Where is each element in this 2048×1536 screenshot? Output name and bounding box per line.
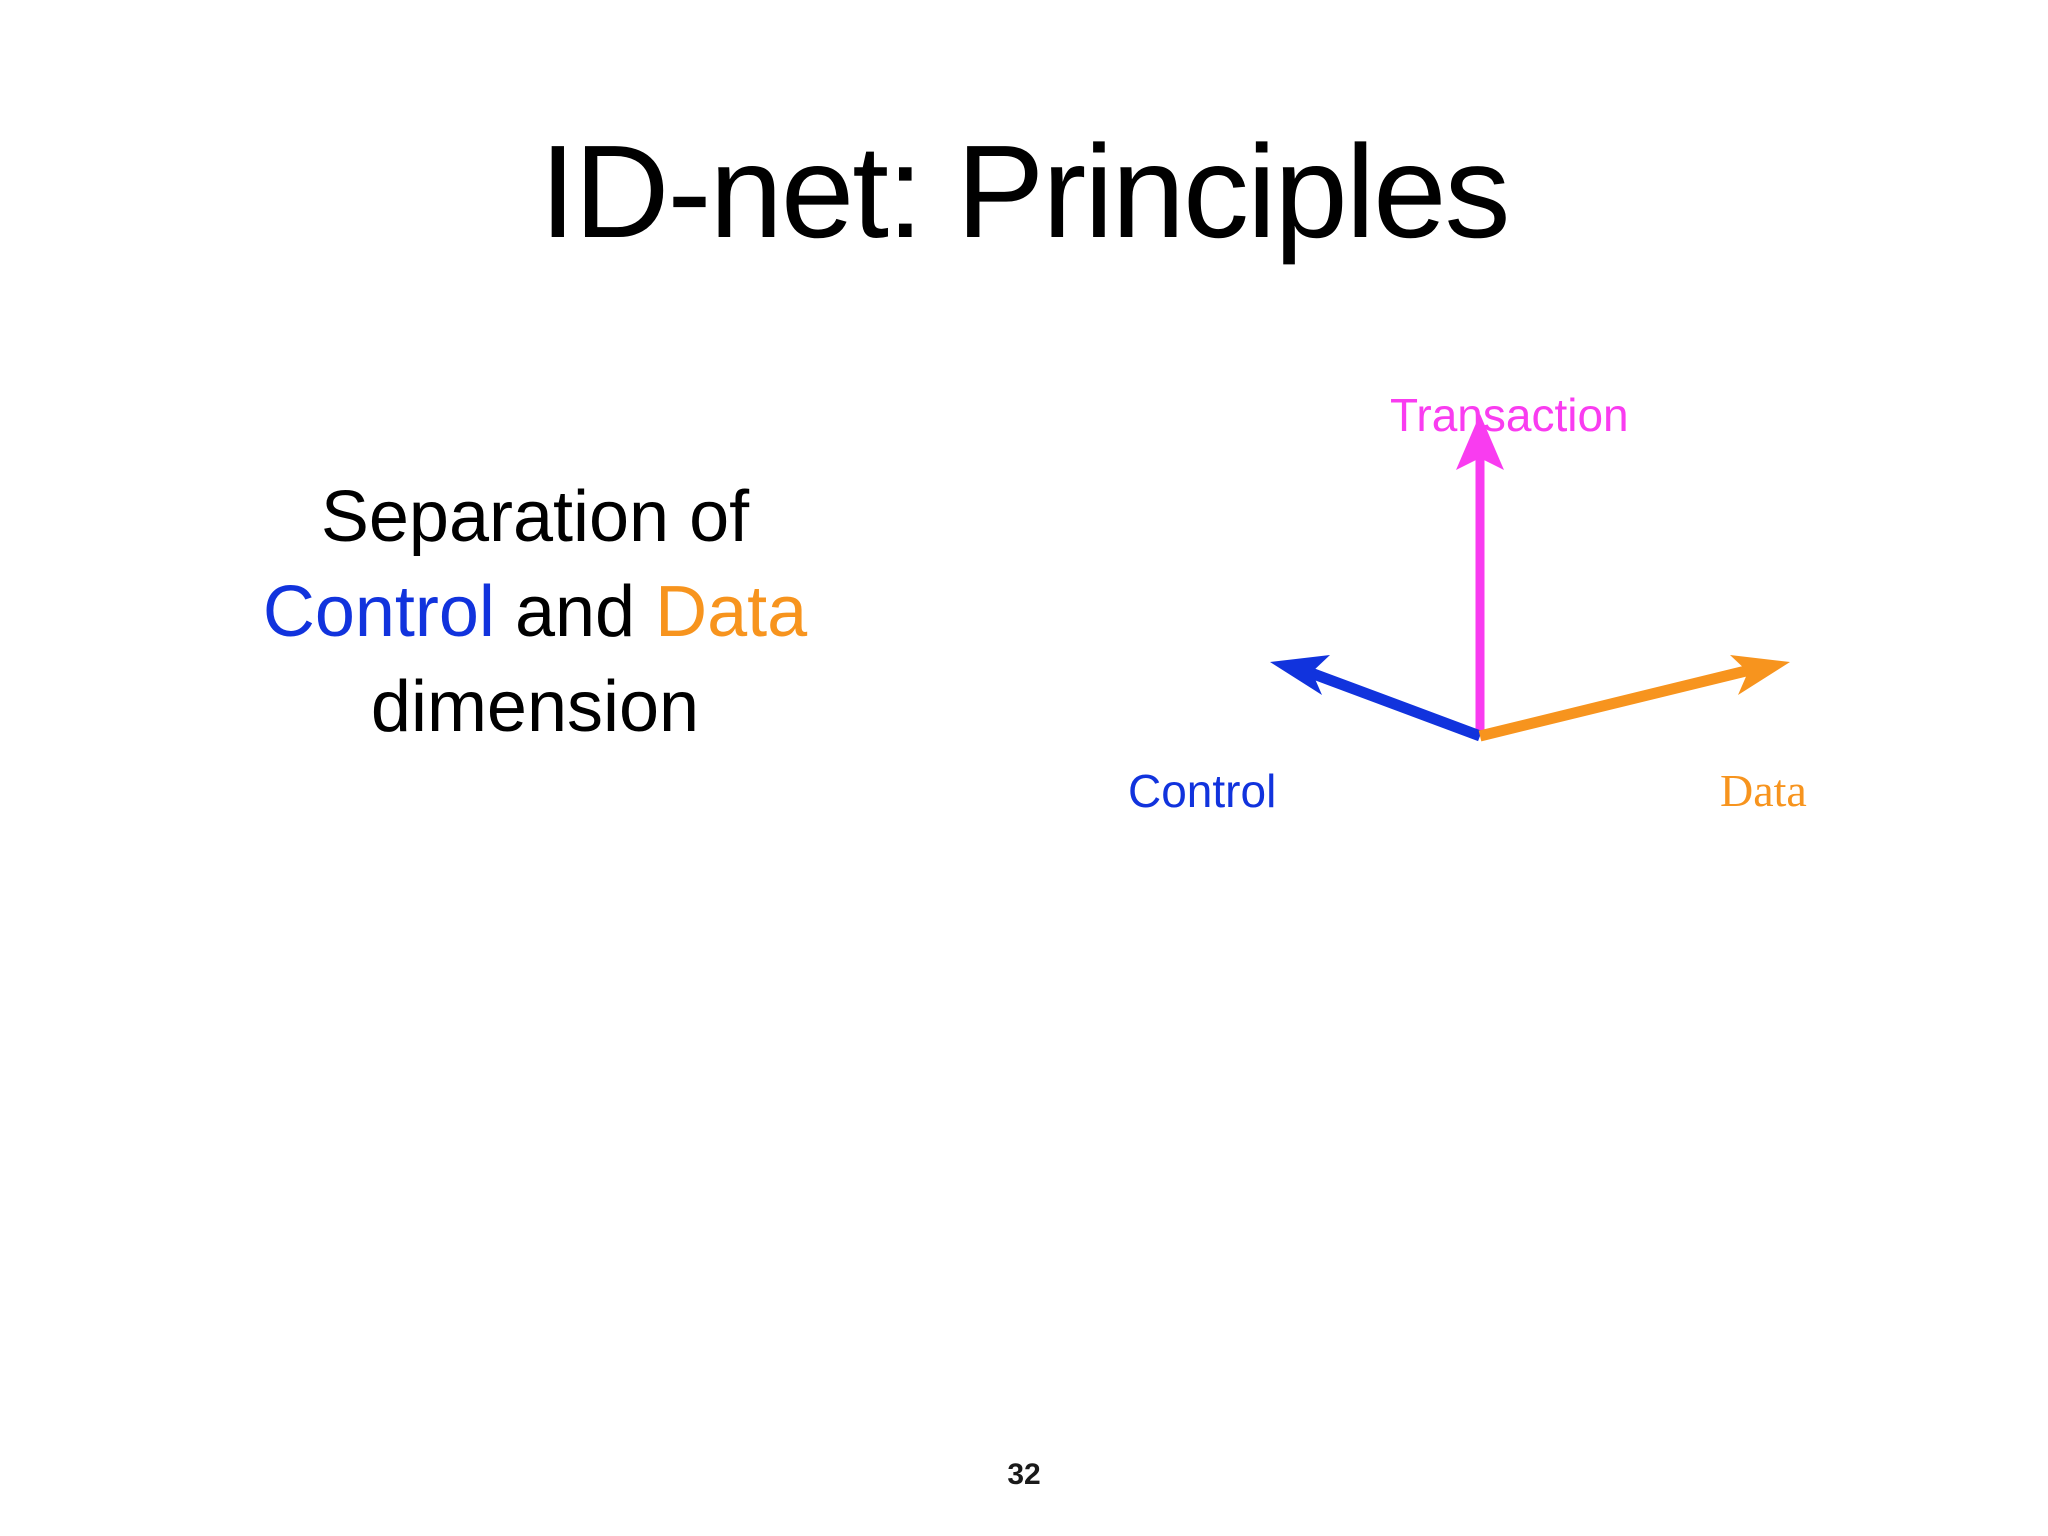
axis-label-data: Data: [1720, 765, 1807, 816]
body-line-3: dimension: [175, 660, 895, 755]
axis-label-transaction: Transaction: [1390, 389, 1629, 441]
body-line-2: Control and Data: [175, 565, 895, 660]
body-text-block: Separation of Control and Data dimension: [175, 470, 895, 755]
page-title: ID-net: Principles: [539, 118, 1510, 265]
body-line-1-text: Separation of: [320, 477, 750, 557]
data-arrow: [1478, 655, 1790, 742]
axis-label-control: Control: [1128, 765, 1277, 817]
transaction-arrow: [1456, 414, 1504, 736]
body-line-1: Separation of: [175, 470, 895, 565]
body-token-and: and: [494, 572, 656, 653]
control-arrow: [1270, 655, 1482, 742]
axes-vector-graphic: [1270, 414, 1790, 742]
axes-diagram: Transaction Control Data: [1090, 370, 1970, 850]
body-token-data: Data: [655, 572, 808, 653]
body-token-control: Control: [262, 572, 495, 653]
page-number: 32: [1007, 1458, 1041, 1491]
body-line-3-text: dimension: [370, 667, 700, 748]
